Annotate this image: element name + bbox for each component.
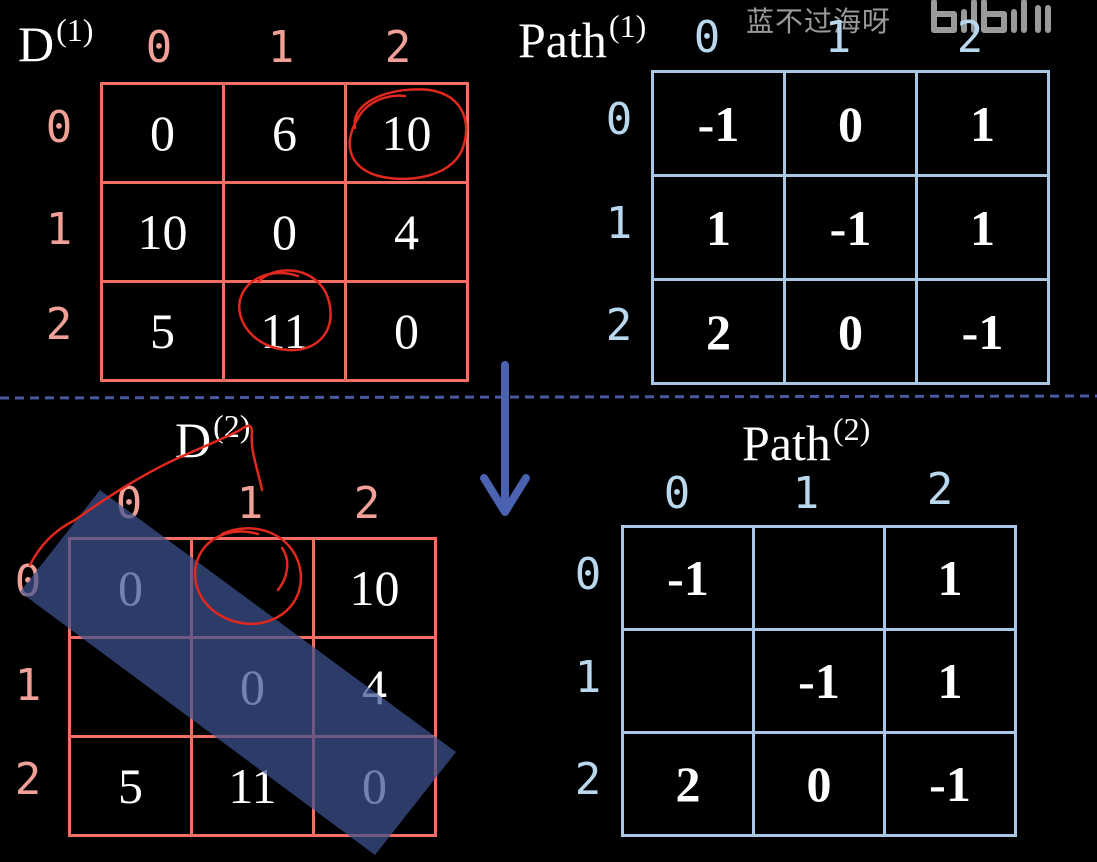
path1-title-text: Path (518, 12, 607, 68)
d2-cell: 0 (190, 636, 315, 738)
d2-cell: 11 (190, 735, 315, 837)
d2-cell: 10 (312, 537, 437, 639)
path2-col-header-1: 1 (792, 468, 820, 519)
d2-title: D(2) (175, 410, 250, 465)
d1-row-header-0: 0 (45, 102, 73, 153)
d2-matrix: 0 10 0 4 5 11 0 (68, 537, 437, 837)
table-row: 2 0 -1 (651, 278, 1050, 385)
d1-cell: 5 (100, 280, 225, 382)
d1-cell: 4 (344, 181, 469, 283)
d1-matrix: 0 6 10 10 0 4 5 11 0 (100, 82, 469, 382)
path2-cell: 2 (621, 731, 755, 837)
path1-col-header-0: 0 (693, 12, 721, 63)
path2-col-header-0: 0 (663, 468, 691, 519)
path1-row-header-1: 1 (605, 198, 633, 249)
table-row: 2 0 -1 (621, 731, 1017, 837)
path2-cell (752, 525, 886, 631)
d2-row-header-1: 1 (14, 660, 42, 711)
table-row: 5 11 0 (68, 735, 437, 837)
path2-matrix: -1 1 -1 1 2 0 -1 (621, 525, 1017, 837)
path2-cell: 1 (883, 525, 1017, 631)
d1-cell: 10 (344, 82, 469, 184)
path2-row-header-1: 1 (574, 652, 602, 703)
d1-title-text: D (18, 16, 55, 72)
divider-line (0, 394, 1097, 400)
path1-matrix: -1 0 1 1 -1 1 2 0 -1 (651, 70, 1050, 385)
table-row: 0 10 (68, 537, 437, 639)
path1-cell: 0 (783, 70, 918, 177)
d1-cell: 11 (222, 280, 347, 382)
d2-cell: 0 (312, 735, 437, 837)
path1-col-header-2: 2 (956, 12, 984, 63)
path1-cell: 2 (651, 278, 786, 385)
d1-cell: 0 (222, 181, 347, 283)
d2-cell: 0 (68, 537, 193, 639)
path1-cell: 1 (915, 174, 1050, 281)
table-row: 10 0 4 (100, 181, 469, 283)
down-arrow-icon (480, 361, 530, 516)
path2-cell: -1 (752, 628, 886, 734)
path1-cell: -1 (915, 278, 1050, 385)
table-row: 1 -1 1 (651, 174, 1050, 281)
watermark-text: 蓝不过海呀 (746, 5, 892, 38)
d2-col-header-0: 0 (115, 478, 143, 529)
d2-cell (68, 636, 193, 738)
d2-cell: 4 (312, 636, 437, 738)
d2-col-header-1: 1 (236, 478, 264, 529)
path2-title-text: Path (742, 415, 831, 471)
path2-cell (621, 628, 755, 734)
path2-cell: 1 (883, 628, 1017, 734)
d1-title-superscript: (1) (56, 12, 94, 48)
table-row: 5 11 0 (100, 280, 469, 382)
path1-title-superscript: (1) (608, 8, 647, 44)
path1-col-header-1: 1 (824, 12, 852, 63)
path2-row-header-2: 2 (574, 754, 602, 805)
d1-cell: 6 (222, 82, 347, 184)
d2-cell (190, 537, 315, 639)
path1-row-header-0: 0 (605, 94, 633, 145)
d2-title-text: D (175, 412, 212, 468)
table-row: -1 1 (621, 628, 1017, 734)
path2-cell: -1 (621, 525, 755, 631)
table-row: -1 0 1 (651, 70, 1050, 177)
path2-cell: 0 (752, 731, 886, 837)
path1-cell: 1 (651, 174, 786, 281)
d1-col-header-0: 0 (145, 22, 173, 73)
d1-title: D(1) (18, 14, 93, 69)
d1-col-header-2: 2 (384, 22, 412, 73)
d1-row-header-1: 1 (45, 204, 73, 255)
path2-title: Path(2) (742, 413, 870, 468)
table-row: 0 4 (68, 636, 437, 738)
path1-title: Path(1) (518, 10, 646, 65)
path2-title-superscript: (2) (832, 411, 871, 447)
path2-col-header-2: 2 (926, 464, 954, 515)
path2-row-header-0: 0 (574, 549, 602, 600)
path2-cell: -1 (883, 731, 1017, 837)
d1-cell: 0 (344, 280, 469, 382)
d1-row-header-2: 2 (45, 299, 73, 350)
d1-cell: 10 (100, 181, 225, 283)
table-row: -1 1 (621, 525, 1017, 631)
bilibili-logo (928, 0, 1058, 41)
d2-title-superscript: (2) (213, 408, 251, 444)
path1-row-header-2: 2 (605, 300, 633, 351)
d2-col-header-2: 2 (353, 478, 381, 529)
d2-row-header-2: 2 (14, 754, 42, 805)
d1-cell: 0 (100, 82, 225, 184)
path1-cell: 0 (783, 278, 918, 385)
table-row: 0 6 10 (100, 82, 469, 184)
path1-cell: 1 (915, 70, 1050, 177)
d2-cell: 5 (68, 735, 193, 837)
path1-cell: -1 (783, 174, 918, 281)
d1-col-header-1: 1 (267, 22, 295, 73)
path1-cell: -1 (651, 70, 786, 177)
d2-row-header-0: 0 (14, 556, 42, 607)
